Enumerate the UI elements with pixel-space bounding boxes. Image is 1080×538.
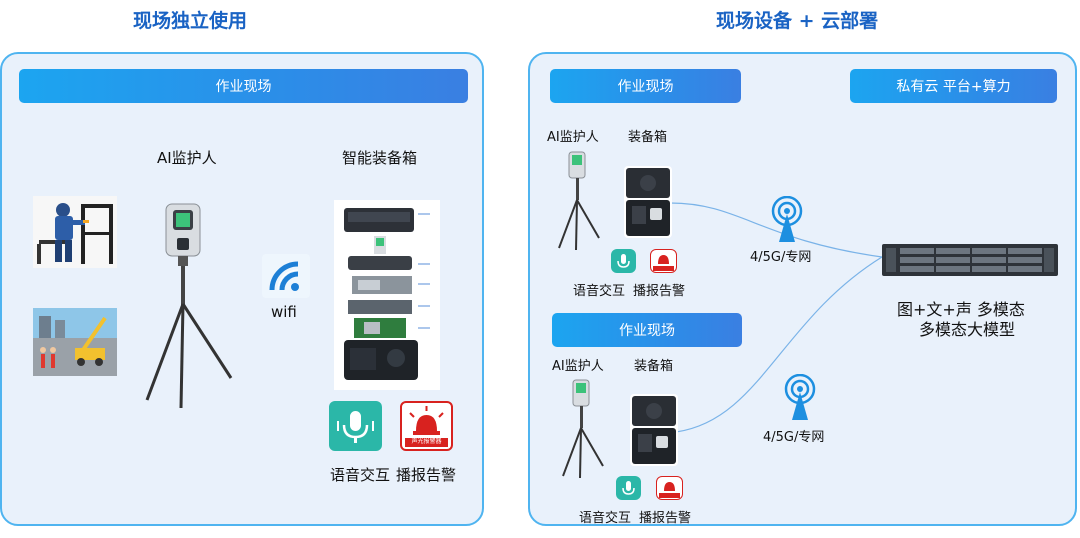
signal-tower-icon	[771, 196, 803, 242]
left-site-bar: 作业现场	[19, 69, 468, 103]
alarm-label: 播报告警	[396, 466, 457, 484]
site2-alarm-icon	[656, 476, 683, 500]
site2-voice-label: 语音交互	[579, 511, 632, 526]
site1-voice-label: 语音交互	[573, 284, 626, 299]
site1-equipment-box	[624, 166, 672, 238]
voice-label: 语音交互	[330, 466, 391, 484]
network-label-1: 4/5G/专网	[750, 250, 812, 265]
model-line2: 多模态大模型	[919, 320, 1016, 339]
site2-bar: 作业现场	[552, 313, 742, 347]
voice-interaction-icon	[329, 401, 382, 451]
site1-alarm-label: 播报告警	[633, 284, 686, 299]
site2-equipment-box	[630, 394, 678, 466]
smart-box-exploded-image	[334, 200, 440, 390]
site2-box-label: 装备箱	[634, 359, 674, 374]
cloud-bar: 私有云 平台+算力	[850, 69, 1057, 103]
ai-guardian-tripod	[145, 203, 233, 409]
site2-alarm-label: 播报告警	[639, 511, 692, 526]
site2-voice-icon	[616, 476, 641, 500]
site1-box-label: 装备箱	[628, 130, 668, 145]
wifi-icon	[262, 254, 310, 298]
site1-bar: 作业现场	[550, 69, 741, 103]
site2-ai-label: AI监护人	[552, 359, 604, 374]
wifi-label: wifi	[271, 303, 297, 321]
model-line1: 图+文+声 多模态	[897, 300, 1025, 319]
alarm-broadcast-icon: 声光报警器	[400, 401, 453, 451]
site2-tripod	[562, 379, 604, 479]
left-title: 现场独立使用	[133, 10, 248, 32]
right-title: 现场设备 + 云部署	[716, 10, 879, 32]
crane-site-image	[33, 308, 117, 376]
site1-tripod	[558, 151, 600, 251]
signal-tower-icon-2	[784, 374, 816, 420]
smart-box-label: 智能装备箱	[342, 149, 418, 167]
server-image	[882, 244, 1058, 276]
site1-alarm-icon	[650, 249, 677, 273]
site1-ai-label: AI监护人	[547, 130, 599, 145]
network-label-2: 4/5G/专网	[763, 430, 825, 445]
ai-guardian-label: AI监护人	[157, 149, 217, 167]
welding-worker-image	[33, 196, 117, 268]
alarm-sign-text: 声光报警器	[411, 438, 442, 445]
site1-voice-icon	[611, 249, 636, 273]
cloud-panel	[528, 52, 1077, 526]
